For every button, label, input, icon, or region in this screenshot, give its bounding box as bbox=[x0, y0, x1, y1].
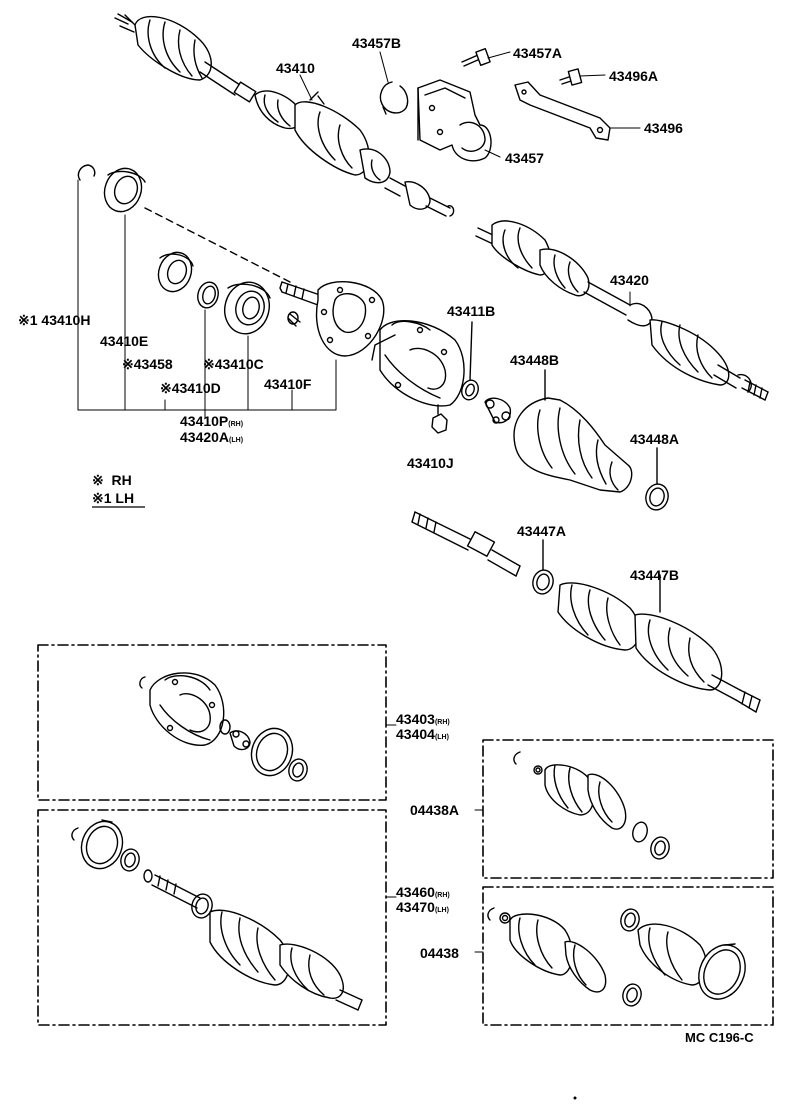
inner-shaft-43410p bbox=[279, 281, 385, 357]
label-43470-side: (LH) bbox=[434, 907, 449, 914]
label-43410e: 43410E bbox=[100, 333, 149, 349]
kit-boxes bbox=[37, 644, 774, 1026]
label-43420a: 43420A(LH) bbox=[180, 429, 243, 449]
label-43410d: ※43410D bbox=[160, 380, 221, 396]
bearing-43410c bbox=[224, 281, 271, 335]
reference-code: MC C196-C bbox=[685, 1030, 754, 1045]
bolt-43410f bbox=[287, 311, 301, 327]
tripod-spider bbox=[484, 397, 512, 424]
label-43420a-side: (LH) bbox=[229, 437, 244, 444]
legend-rh-mark: ※ bbox=[92, 472, 104, 488]
label-43410c: ※43410C bbox=[203, 356, 264, 372]
joint-housing bbox=[371, 320, 465, 407]
label-43458: ※43458 bbox=[122, 356, 173, 372]
snap-ring-43457b bbox=[379, 81, 409, 114]
boot-43447b bbox=[557, 574, 761, 713]
label-43460-number: 43460 bbox=[396, 884, 435, 900]
stay-bracket-43496 bbox=[514, 81, 611, 141]
label-43457a: 43457A bbox=[513, 45, 563, 61]
intermediate-shaft bbox=[411, 511, 521, 577]
label-43411b: 43411B bbox=[447, 303, 496, 319]
kit-43403-parts bbox=[139, 672, 308, 782]
label-43403-side: (RH) bbox=[434, 719, 450, 726]
label-43410: 43410 bbox=[276, 60, 315, 76]
legend-rh-text: RH bbox=[111, 472, 132, 488]
label-43420a-number: 43420A bbox=[180, 429, 230, 445]
legend-rh: ※ RH bbox=[92, 472, 132, 488]
label-04438: 04438 bbox=[420, 945, 459, 961]
kit-43460-parts bbox=[71, 819, 363, 1011]
label-43410h: ※1 43410H bbox=[18, 312, 91, 328]
label-43420: 43420 bbox=[610, 272, 649, 288]
bearing-bracket-43457 bbox=[417, 79, 492, 162]
legend-lh-mark: ※1 bbox=[92, 490, 112, 506]
label-43410p-side: (RH) bbox=[228, 421, 244, 428]
label-43470-number: 43470 bbox=[396, 899, 435, 915]
label-43404-number: 43404 bbox=[396, 726, 435, 742]
label-43460-side: (RH) bbox=[434, 892, 450, 899]
label-43410p-number: 43410P bbox=[180, 413, 229, 429]
bolt-43496a bbox=[559, 68, 583, 86]
bolt-43457a bbox=[461, 48, 491, 67]
label-43410p: 43410P(RH) bbox=[180, 413, 243, 433]
clamp-43448a bbox=[645, 447, 669, 511]
dust-seal-43410e bbox=[103, 167, 146, 213]
label-43404: 43404(LH) bbox=[396, 726, 449, 746]
kit-04438a-parts bbox=[513, 751, 670, 860]
label-43410j: 43410J bbox=[407, 455, 454, 471]
legend-lh: ※1 LH bbox=[92, 490, 134, 506]
label-04438a: 04438A bbox=[410, 802, 460, 818]
snap-ring-43410d bbox=[197, 281, 219, 309]
upper-drive-shaft bbox=[114, 13, 455, 217]
label-43403: 43403(RH) bbox=[396, 711, 450, 731]
label-43447b: 43447B bbox=[630, 567, 680, 583]
label-43470: 43470(LH) bbox=[396, 899, 449, 919]
label-43410f: 43410F bbox=[264, 376, 312, 392]
label-43496: 43496 bbox=[644, 120, 683, 136]
label-43403-number: 43403 bbox=[396, 711, 435, 727]
label-43448a: 43448A bbox=[630, 431, 680, 447]
snap-ring-43410h bbox=[77, 164, 96, 181]
clamp-43447a bbox=[532, 539, 554, 595]
label-43460: 43460(RH) bbox=[396, 884, 450, 904]
oil-seal-43458 bbox=[157, 251, 194, 293]
label-43447a: 43447A bbox=[517, 523, 567, 539]
legend-lh-text: LH bbox=[115, 490, 135, 506]
nut-43410j bbox=[431, 404, 448, 434]
label-43457: 43457 bbox=[505, 150, 544, 166]
snap-ring-43411b bbox=[461, 321, 479, 401]
label-43404-side: (LH) bbox=[434, 734, 449, 741]
label-43457b: 43457B bbox=[352, 35, 402, 51]
boot-43448b bbox=[513, 369, 633, 493]
grouping-bracket bbox=[77, 179, 337, 419]
label-43496a: 43496A bbox=[609, 68, 659, 84]
label-43448b: 43448B bbox=[510, 352, 560, 368]
right-drive-shaft-43420 bbox=[475, 220, 769, 401]
kit-04438-parts bbox=[487, 907, 746, 1007]
